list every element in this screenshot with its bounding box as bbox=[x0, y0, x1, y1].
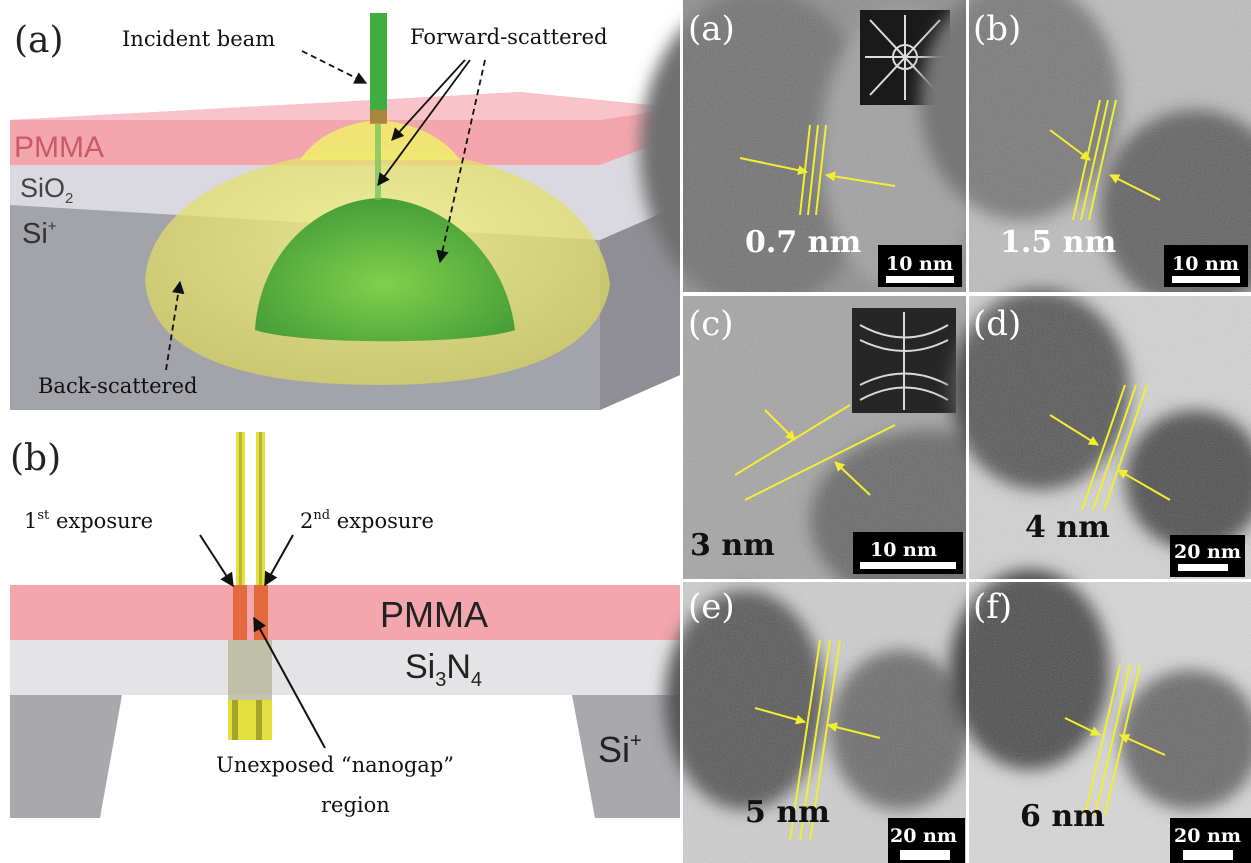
nanogap-label-line1: Unexposed “nanogap” bbox=[216, 753, 454, 777]
tem-e-scale: 20 nm bbox=[890, 825, 957, 847]
tem-a-scale: 10 nm bbox=[886, 253, 953, 275]
panel-b: (b) 1st exposure 2nd exposure PMMA Si3N4… bbox=[0, 415, 680, 863]
panel-a: (a) Incident beam Forward-scattered Back… bbox=[10, 13, 680, 410]
second-exposure-arrow bbox=[264, 534, 294, 587]
incident-beam bbox=[370, 13, 387, 123]
back-scattered-label: Back-scattered bbox=[38, 374, 197, 398]
si3n4-label: Si3N4 bbox=[405, 648, 482, 691]
tem-c-scale: 10 nm bbox=[870, 539, 937, 561]
back-arrow bbox=[165, 280, 185, 371]
second-exposure-label: 2nd exposure bbox=[300, 508, 434, 533]
tem-panel-b: (b) 1.5 nm 10 nm bbox=[920, 0, 1251, 310]
fwd-arrow-1 bbox=[391, 59, 466, 141]
nanogap-arrow bbox=[253, 616, 326, 749]
incident-arrow bbox=[301, 50, 368, 84]
incident-beam-label: Incident beam bbox=[122, 27, 275, 51]
si-label-b: Si+ bbox=[598, 729, 642, 770]
tem-d-scale: 20 nm bbox=[1174, 541, 1241, 563]
si3n4-layer bbox=[10, 640, 680, 695]
tem-b-scale: 10 nm bbox=[1172, 253, 1239, 275]
si-block-side bbox=[600, 205, 680, 410]
tem-panel-d: (d) 4 nm 20 nm bbox=[950, 290, 1251, 579]
pmma-label-a: PMMA bbox=[14, 131, 104, 164]
tem-panel-e: (e) 5 nm 20 nm bbox=[665, 582, 970, 863]
si-pillar-left bbox=[10, 695, 122, 818]
forward-scatter-volume bbox=[255, 198, 515, 342]
pmma-layer-b bbox=[10, 585, 680, 640]
tem-f-label: (f) bbox=[973, 587, 1012, 627]
fwd-arrow-3 bbox=[436, 59, 486, 264]
si-label-a: Si+ bbox=[22, 218, 57, 250]
nanogap-label-line2: region bbox=[321, 793, 390, 817]
tem-grid: (a) 0.7 nm 10 nm (b) 1.5 nm 10 nm bbox=[640, 0, 1251, 863]
tem-e-gap: 5 nm bbox=[745, 795, 830, 830]
tem-b-gap: 1.5 nm bbox=[1000, 225, 1116, 260]
panel-a-label: (a) bbox=[14, 20, 64, 61]
tem-d-gap: 4 nm bbox=[1025, 510, 1110, 545]
tem-e-label: (e) bbox=[688, 587, 735, 627]
forward-scattered-label: Forward-scattered bbox=[410, 25, 607, 49]
tem-c-gap: 3 nm bbox=[690, 528, 775, 563]
sio2-label: SiO2 bbox=[20, 173, 73, 207]
pmma-label-b: PMMA bbox=[380, 594, 488, 635]
tem-f-scale: 20 nm bbox=[1174, 825, 1241, 847]
fwd-arrow-2 bbox=[377, 59, 471, 187]
tem-panel-a: (a) 0.7 nm 10 nm bbox=[640, 0, 980, 310]
tem-c-label: (c) bbox=[688, 304, 734, 344]
pmma-top-a bbox=[10, 92, 680, 120]
tem-d-label: (d) bbox=[973, 304, 1021, 344]
first-exposure-label: 1st exposure bbox=[24, 508, 153, 533]
tem-b-label: (b) bbox=[973, 9, 1021, 49]
first-exposure-arrow bbox=[199, 534, 234, 588]
tem-a-label: (a) bbox=[688, 9, 735, 49]
panel-b-label: (b) bbox=[10, 438, 61, 479]
tem-f-gap: 6 nm bbox=[1020, 799, 1105, 834]
tem-panel-f: (f) 6 nm 20 nm bbox=[950, 570, 1251, 863]
tem-a-gap: 0.7 nm bbox=[745, 225, 861, 260]
si-pillar-right bbox=[572, 695, 680, 818]
